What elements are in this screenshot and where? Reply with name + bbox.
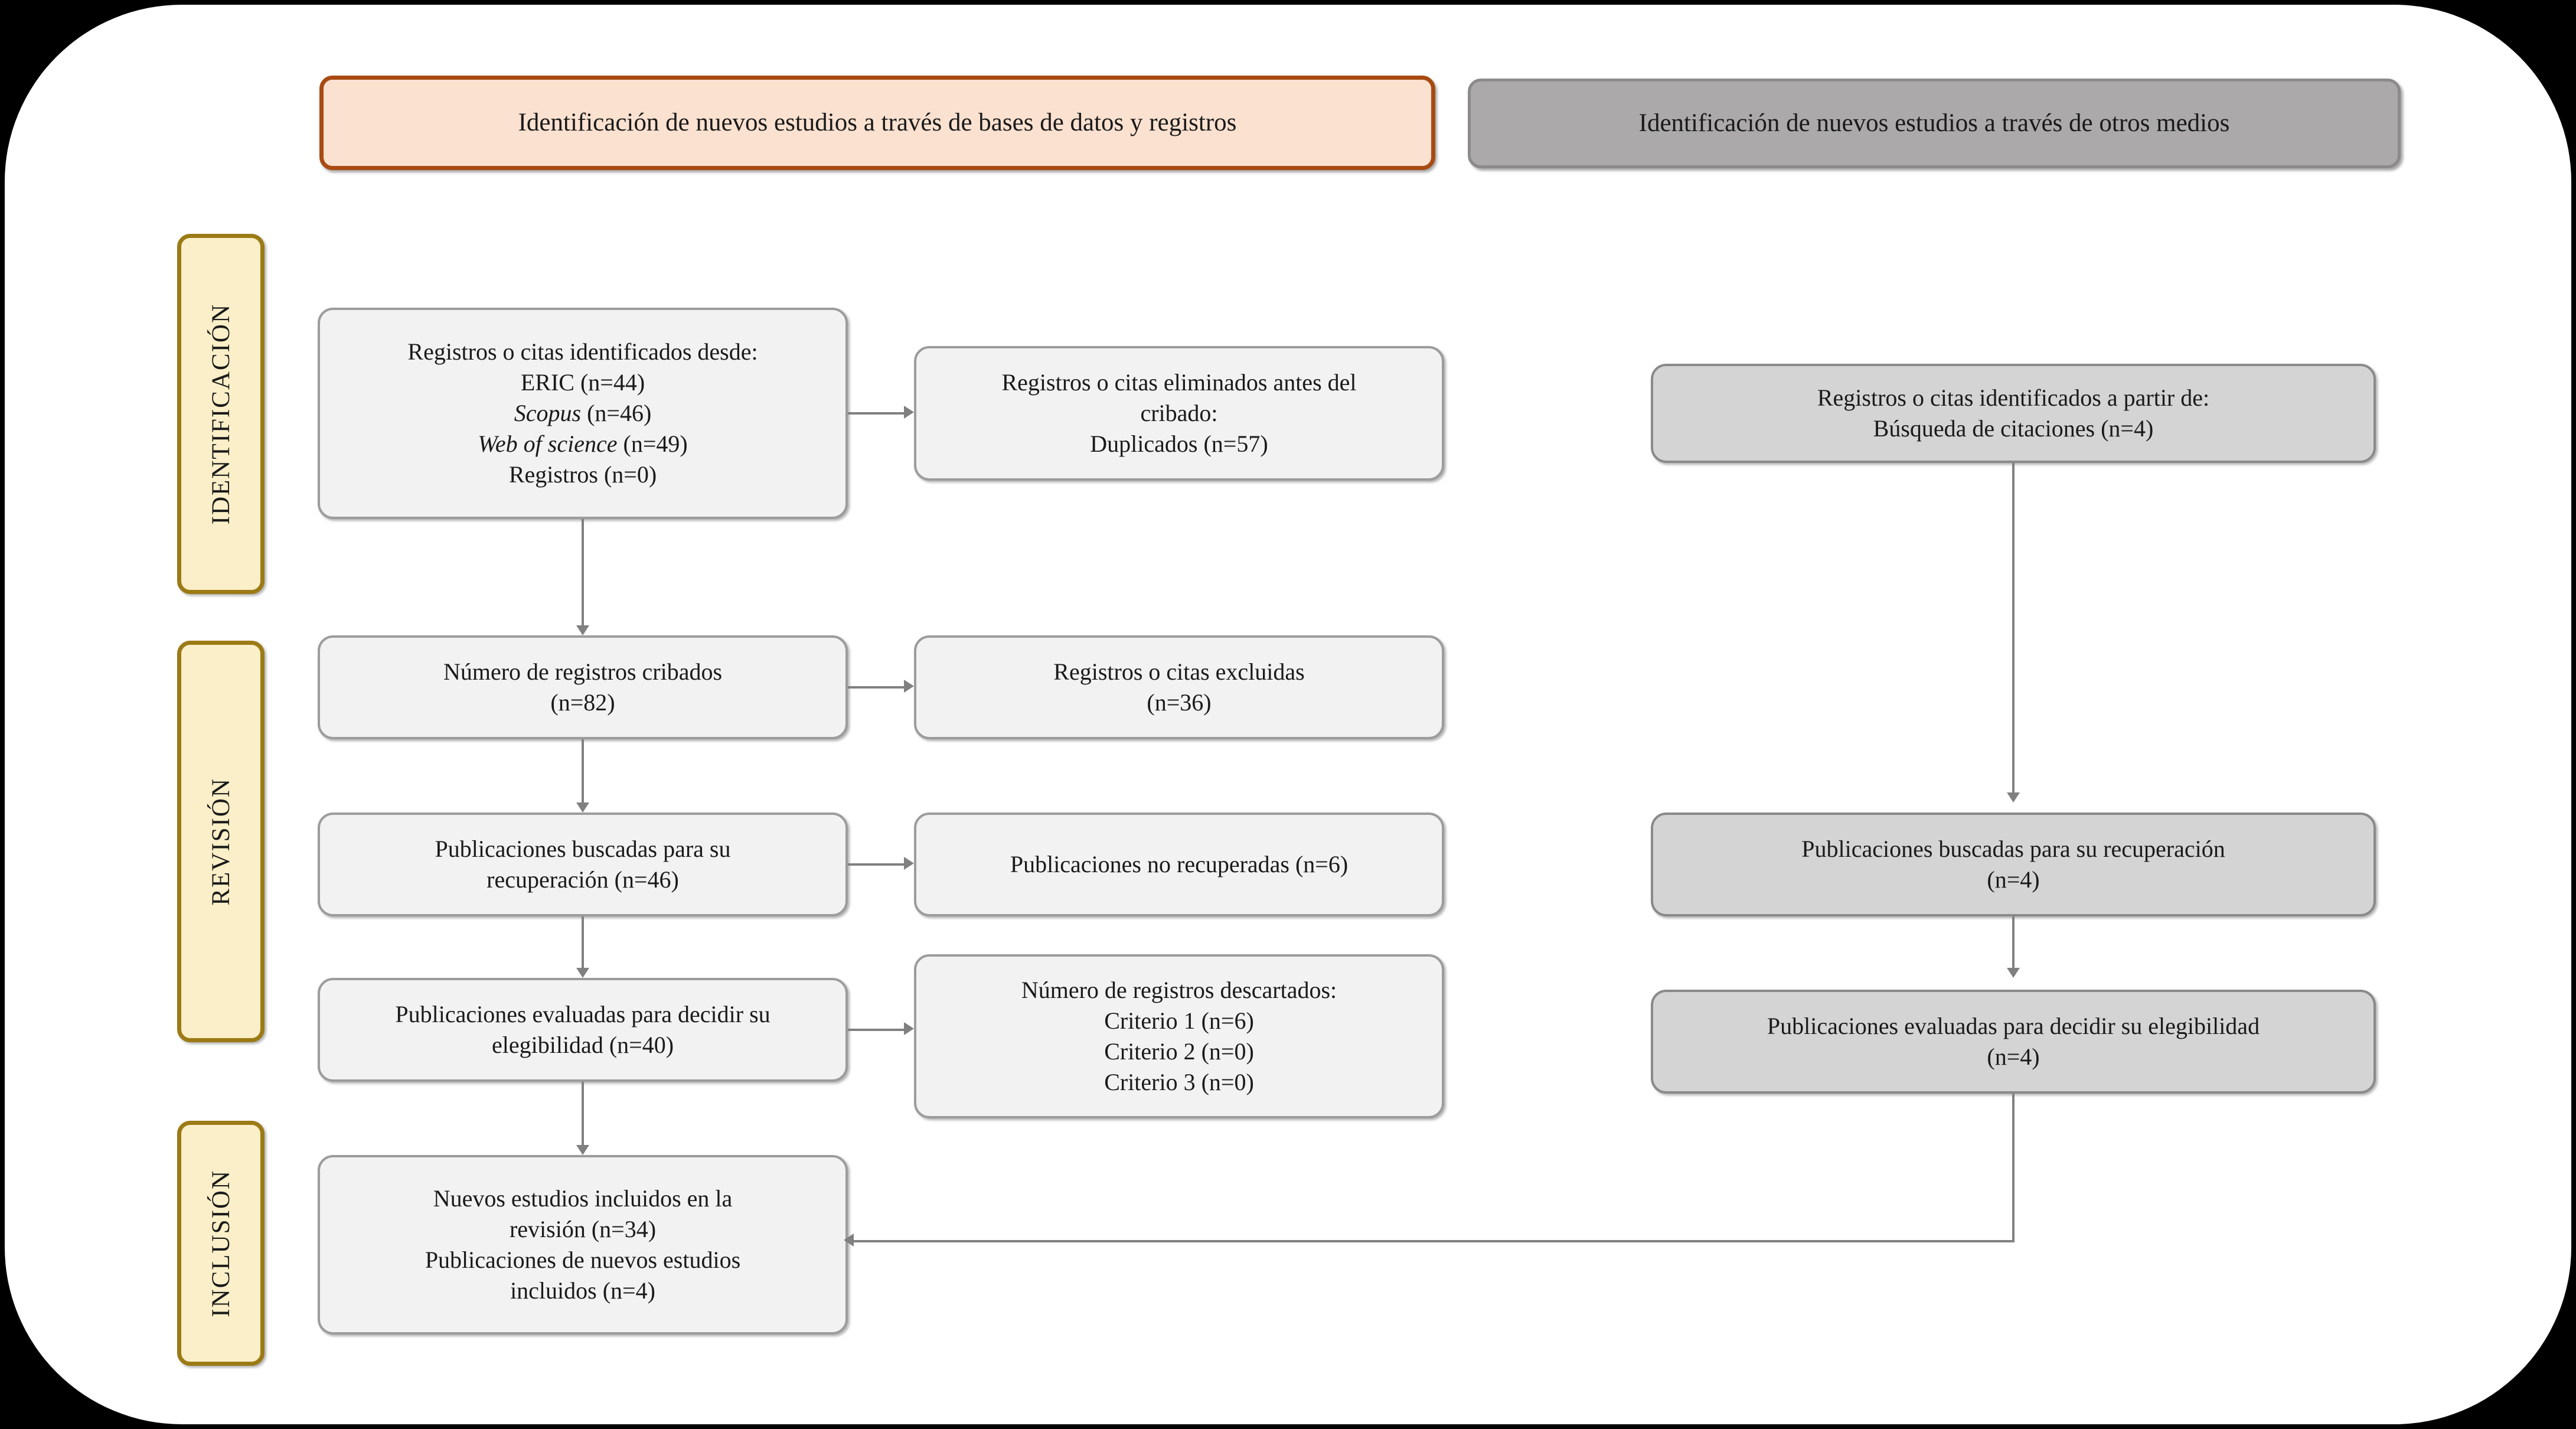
source-name-registros: Registros <box>508 461 598 488</box>
header-other-label: Identificación de nuevos estudios a trav… <box>1638 109 2230 138</box>
stage-label-identificacion-text: IDENTIFICACIÓN <box>207 303 235 525</box>
box-other-reports-sought: Publicaciones buscadas para su recuperac… <box>1651 813 2376 916</box>
box-records-removed-before-screening: Registros o citas eliminados antes del c… <box>914 346 1444 481</box>
discarded-criterio-3: Criterio 3 (n=0) <box>1104 1069 1254 1095</box>
other-identified-line-1: Registros o citas identificados a partir… <box>1817 384 2210 411</box>
box-records-screened: Número de registros cribados (n=82) <box>318 635 848 739</box>
included-line-3: Publicaciones de nuevos estudios <box>425 1247 741 1273</box>
excluded-line-1: Registros o citas excluidas <box>1053 658 1305 685</box>
source-count-registros: (n=0) <box>603 461 657 488</box>
other-assessed-line-1: Publicaciones evaluadas para decidir su … <box>1767 1013 2260 1039</box>
records-identified-line-scopus: Scopus (n=46) <box>328 398 837 429</box>
box-other-records-identified: Registros o citas identificados a partir… <box>1651 364 2376 463</box>
connector-other-assessed-elbow-vertical <box>2012 1094 2015 1241</box>
records-identified-heading: Registros o citas identificados desde: <box>407 338 758 365</box>
header-databases-label: Identificación de nuevos estudios a trav… <box>518 109 1237 137</box>
included-line-2: revisión (n=34) <box>509 1216 657 1242</box>
box-studies-included: Nuevos estudios incluidos en la revisión… <box>318 1155 848 1335</box>
other-identified-line-2: Búsqueda de citaciones (n=4) <box>1873 415 2154 442</box>
stage-label-inclusion: INCLUSIÓN <box>177 1121 265 1366</box>
source-name-scopus: Scopus <box>514 400 582 426</box>
discarded-criterio-2: Criterio 2 (n=0) <box>1104 1038 1254 1065</box>
removed-line-3: Duplicados (n=57) <box>1090 430 1268 457</box>
connector-assessed-to-discarded <box>848 1029 904 1031</box>
arrowhead-sought-to-not-retrieved <box>904 857 914 870</box>
connector-identified-to-screened <box>582 519 584 625</box>
discarded-heading: Número de registros descartados: <box>1021 977 1337 1003</box>
arrowhead-other-sought-to-assessed <box>2007 968 2020 978</box>
connector-sought-to-not-retrieved <box>848 863 904 866</box>
stage-label-identificacion: IDENTIFICACIÓN <box>177 234 265 594</box>
sought-line-2: recuperación (n=46) <box>487 866 679 893</box>
sought-line-1: Publicaciones buscadas para su <box>435 836 731 862</box>
screened-line-2: (n=82) <box>550 689 615 716</box>
other-sought-line-1: Publicaciones buscadas para su recuperac… <box>1801 836 2225 862</box>
arrowhead-identified-to-screened <box>576 625 589 635</box>
included-line-4: incluidos (n=4) <box>510 1277 655 1304</box>
connector-screened-to-excluded <box>848 686 904 689</box>
stage-label-inclusion-text: INCLUSIÓN <box>207 1169 235 1317</box>
arrowhead-identified-to-removed <box>904 406 914 419</box>
screened-line-1: Número de registros cribados <box>443 658 723 685</box>
assessed-line-1: Publicaciones evaluadas para decidir su <box>395 1001 770 1027</box>
removed-line-2: cribado: <box>1140 400 1218 426</box>
box-records-excluded: Registros o citas excluidas (n=36) <box>914 635 1444 739</box>
other-assessed-line-2: (n=4) <box>1987 1043 2040 1070</box>
connector-identified-to-removed <box>848 412 904 415</box>
discarded-criterio-1: Criterio 1 (n=6) <box>1104 1007 1254 1034</box>
box-reports-discarded: Número de registros descartados: Criteri… <box>914 954 1444 1118</box>
source-name-eric: ERIC <box>520 369 574 396</box>
source-count-eric: (n=44) <box>580 369 645 396</box>
header-databases-banner: Identificación de nuevos estudios a trav… <box>319 76 1435 170</box>
records-identified-line-registros: Registros (n=0) <box>328 459 837 490</box>
connector-sought-to-assessed <box>582 916 584 968</box>
box-reports-assessed: Publicaciones evaluadas para decidir su … <box>318 978 848 1082</box>
arrowhead-screened-to-sought <box>576 802 589 813</box>
source-name-wos: Web of science <box>478 430 618 457</box>
removed-line-1: Registros o citas eliminados antes del <box>1001 369 1357 396</box>
arrowhead-sought-to-assessed <box>576 968 589 978</box>
diagram-canvas: Identificación de nuevos estudios a trav… <box>5 5 2571 1424</box>
box-reports-not-retrieved: Publicaciones no recuperadas (n=6) <box>914 813 1444 916</box>
header-other-banner: Identificación de nuevos estudios a trav… <box>1468 79 2401 168</box>
other-sought-line-2: (n=4) <box>1987 866 2040 893</box>
records-identified-line-eric: ERIC (n=44) <box>328 367 837 398</box>
arrowhead-assessed-to-included <box>576 1145 589 1155</box>
box-reports-sought: Publicaciones buscadas para su recuperac… <box>318 813 848 916</box>
arrowhead-assessed-to-discarded <box>904 1022 914 1035</box>
connector-screened-to-sought <box>582 739 584 802</box>
connector-other-sought-to-assessed <box>2012 916 2015 968</box>
connector-other-assessed-elbow-horizontal <box>854 1240 2015 1242</box>
arrowhead-other-identified-to-sought <box>2007 792 2020 802</box>
records-identified-line-wos: Web of science (n=49) <box>328 429 837 459</box>
assessed-line-2: elegibilidad (n=40) <box>491 1032 674 1058</box>
box-records-identified: Registros o citas identificados desde: E… <box>318 308 848 519</box>
source-count-scopus: (n=46) <box>587 400 652 426</box>
arrowhead-other-assessed-to-included <box>844 1234 854 1247</box>
connector-other-identified-to-sought <box>2012 463 2015 792</box>
connector-assessed-to-included <box>582 1082 584 1145</box>
source-count-wos: (n=49) <box>623 430 688 457</box>
included-line-1: Nuevos estudios incluidos en la <box>433 1185 733 1212</box>
not-retrieved-line-1: Publicaciones no recuperadas (n=6) <box>1010 851 1349 877</box>
box-other-reports-assessed: Publicaciones evaluadas para decidir su … <box>1651 990 2376 1094</box>
stage-label-revision: REVISIÓN <box>177 641 265 1042</box>
excluded-line-2: (n=36) <box>1147 689 1212 716</box>
arrowhead-screened-to-excluded <box>904 680 914 693</box>
stage-label-revision-text: REVISIÓN <box>207 777 235 906</box>
